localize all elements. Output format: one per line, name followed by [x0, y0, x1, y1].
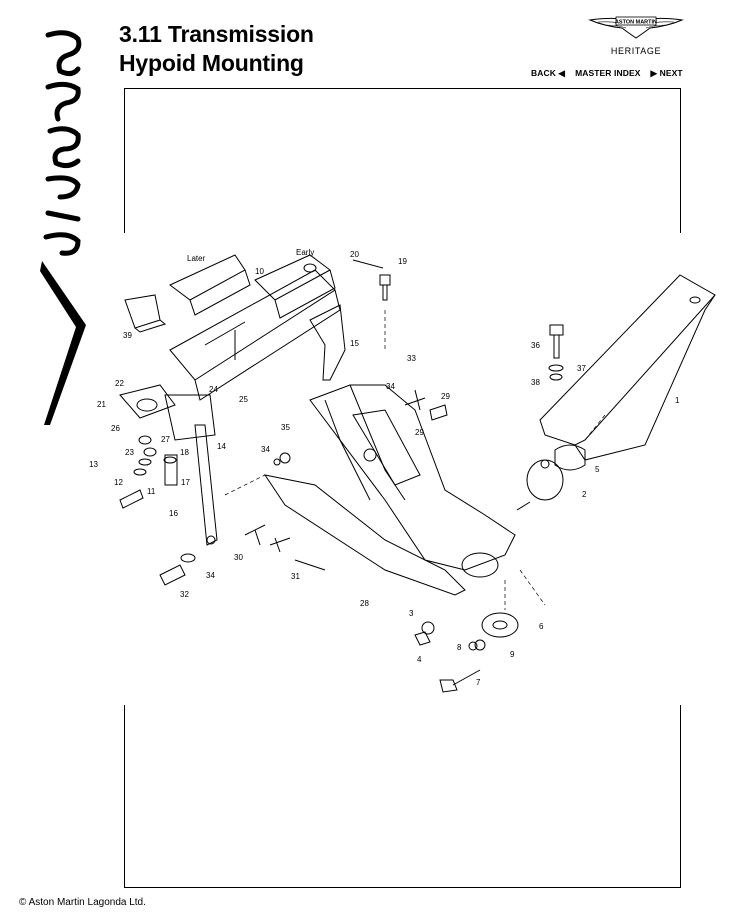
back-link[interactable]: BACK ◀ — [531, 68, 566, 78]
page-navigation: BACK ◀ MASTER INDEX ▶ NEXT — [531, 68, 683, 79]
callout-15: 15 — [350, 339, 359, 348]
callout-29b: 29 — [415, 428, 424, 437]
callout-31: 31 — [291, 572, 300, 581]
callout-35: 35 — [281, 423, 290, 432]
callout-5: 5 — [595, 465, 600, 474]
callout-12: 12 — [114, 478, 123, 487]
callout-6: 6 — [539, 622, 544, 631]
callout-39: 39 — [123, 331, 132, 340]
callout-14: 14 — [217, 442, 226, 451]
callout-30: 30 — [234, 553, 243, 562]
callout-2: 2 — [582, 490, 587, 499]
frame-top — [124, 88, 681, 233]
callout-16: 16 — [169, 509, 178, 518]
callout-21: 21 — [97, 400, 106, 409]
callout-34b: 34 — [261, 445, 270, 454]
next-link[interactable]: ▶ NEXT — [650, 68, 683, 78]
callout-20: 20 — [350, 250, 359, 259]
master-index-link[interactable]: MASTER INDEX — [575, 68, 641, 78]
callout-34c: 34 — [206, 571, 215, 580]
callout-18: 18 — [180, 448, 189, 457]
callout-25: 25 — [239, 395, 248, 404]
callout-38: 38 — [531, 378, 540, 387]
callout-1: 1 — [675, 396, 680, 405]
heritage-label: HERITAGE — [610, 46, 662, 56]
hypoid-mounting-diagram: Later Early 1 2 3 4 5 6 7 8 9 10 11 12 1… — [89, 248, 716, 693]
copyright-footer: © Aston Martin Lagonda Ltd. — [19, 897, 146, 908]
callout-32: 32 — [180, 590, 189, 599]
callout-17: 17 — [181, 478, 190, 487]
label-later: Later — [187, 254, 206, 263]
title-line-1: 3.11 Transmission — [119, 21, 314, 47]
callout-33: 33 — [407, 354, 416, 363]
callout-29a: 29 — [441, 392, 450, 401]
callout-4: 4 — [417, 655, 422, 664]
frame-bottom — [124, 705, 681, 888]
callout-24: 24 — [209, 385, 218, 394]
callout-34a: 34 — [386, 382, 395, 391]
virage-logo — [40, 30, 86, 425]
callout-26: 26 — [111, 424, 120, 433]
callout-10: 10 — [255, 267, 264, 276]
logo-text: ASTON MARTIN — [615, 19, 657, 25]
callout-7: 7 — [476, 678, 481, 687]
callout-11: 11 — [147, 487, 156, 496]
callout-36: 36 — [531, 341, 540, 350]
callout-22: 22 — [115, 379, 124, 388]
callout-23: 23 — [125, 448, 134, 457]
callout-28: 28 — [360, 599, 369, 608]
callout-9: 9 — [510, 650, 515, 659]
callout-3: 3 — [409, 609, 414, 618]
callout-37: 37 — [577, 364, 586, 373]
aston-martin-brand: ASTON MARTIN HERITAGE — [588, 12, 684, 56]
title-line-2: Hypoid Mounting — [119, 50, 304, 76]
callout-27: 27 — [161, 435, 170, 444]
callout-19: 19 — [398, 257, 407, 266]
aston-martin-wings-logo: ASTON MARTIN — [588, 16, 684, 39]
callout-13: 13 — [89, 460, 98, 469]
label-early: Early — [296, 248, 314, 257]
callout-8: 8 — [457, 643, 462, 652]
page-title: 3.11 Transmission Hypoid Mounting — [119, 20, 314, 78]
